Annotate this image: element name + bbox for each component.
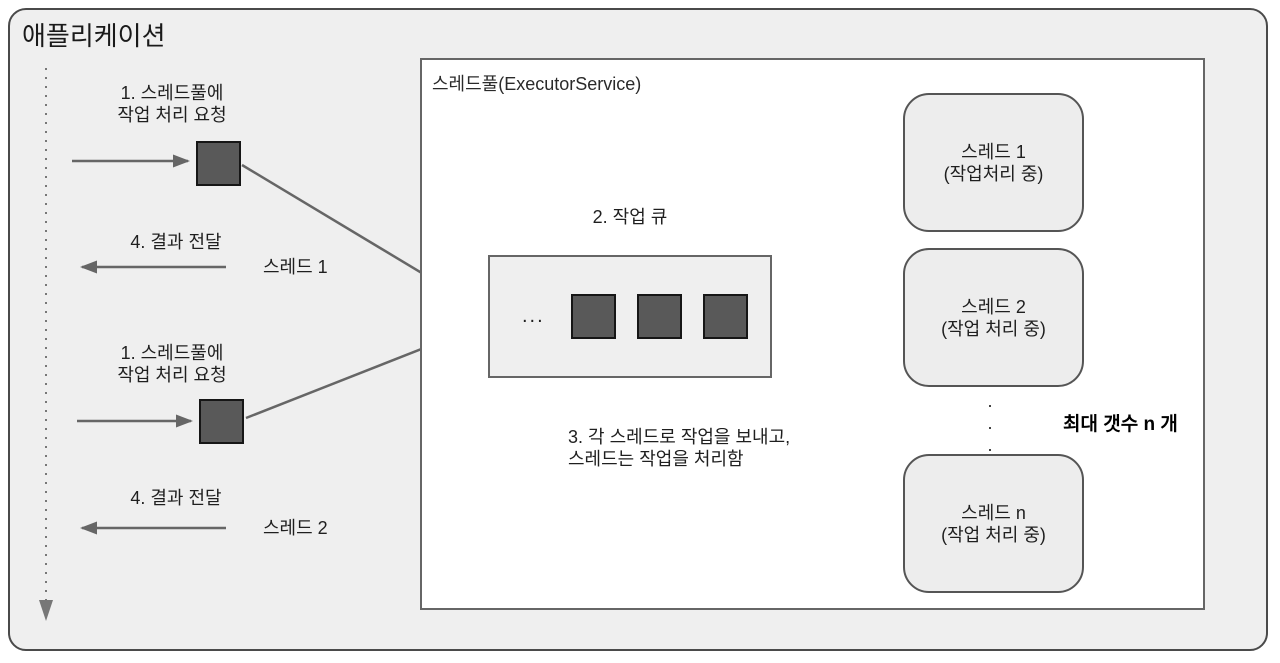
task-square-1 — [196, 141, 241, 186]
request-label-1: 1. 스레드풀에 작업 처리 요청 — [117, 83, 227, 125]
queue-ellipsis: ... — [522, 305, 545, 327]
vertical-ellipsis: . . . — [987, 391, 993, 455]
task-square-2 — [199, 399, 244, 444]
application-title: 애플리케이션 — [22, 21, 166, 51]
thread-box-1-status: (작업처리 중) — [943, 163, 1044, 184]
thread-box-1: 스레드 1 (작업처리 중) — [903, 93, 1084, 232]
result-label-1: 4. 결과 전달 — [130, 232, 222, 252]
thread-box-n-status: (작업 처리 중) — [941, 524, 1046, 545]
dispatch-label: 3. 각 스레드로 작업을 보내고, 스레드는 작업을 처리함 — [568, 427, 791, 469]
thread-label-1: 스레드 1 — [263, 257, 328, 277]
max-thread-count-label: 최대 갯수 n 개 — [1063, 414, 1178, 435]
queued-task-square-1 — [570, 294, 616, 339]
thread-box-2-status: (작업 처리 중) — [941, 318, 1046, 339]
thread-label-2: 스레드 2 — [263, 518, 328, 538]
thread-box-1-name: 스레드 1 — [961, 141, 1026, 162]
lifeline-arrowhead — [39, 600, 53, 621]
thread-box-2: 스레드 2 (작업 처리 중) — [903, 248, 1084, 387]
queued-task-square-3 — [702, 294, 748, 339]
thread-box-n-name: 스레드 n — [961, 502, 1026, 523]
queued-task-square-2 — [636, 294, 682, 339]
task-queue-box: ... — [488, 255, 772, 378]
result-label-2: 4. 결과 전달 — [130, 488, 222, 508]
thread-box-n: 스레드 n (작업 처리 중) — [903, 454, 1084, 593]
thread-box-2-name: 스레드 2 — [961, 296, 1026, 317]
thread-pool-title: 스레드풀(ExecutorService) — [432, 74, 642, 94]
queue-label: 2. 작업 큐 — [592, 207, 668, 227]
request-label-2: 1. 스레드풀에 작업 처리 요청 — [117, 343, 227, 385]
